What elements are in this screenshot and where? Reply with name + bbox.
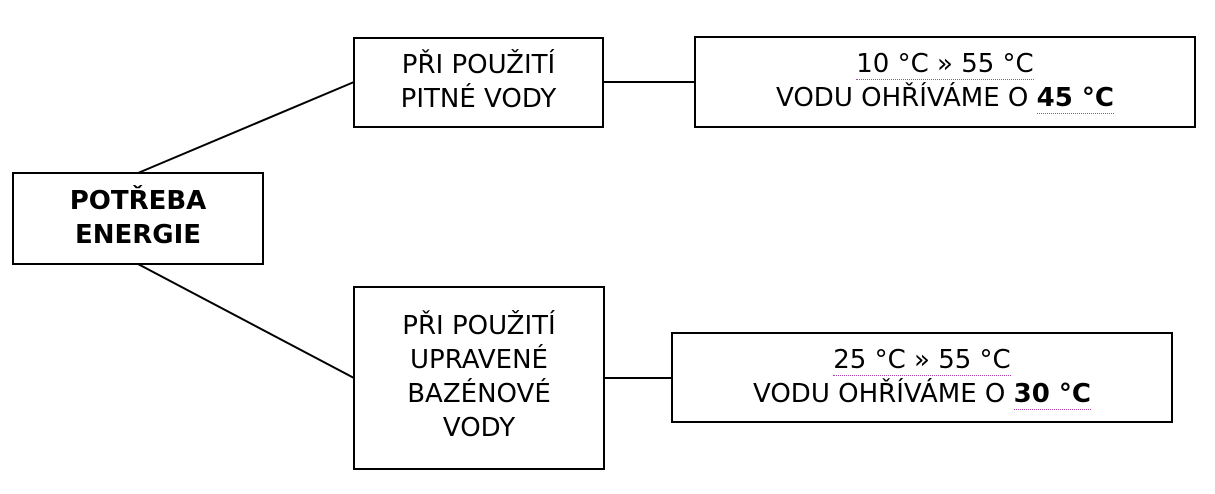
root-label-line1: POTŘEBA bbox=[69, 185, 207, 216]
heating-result: VODU OHŘÍVÁME O 30 °C bbox=[753, 378, 1091, 412]
condition-line: BAZÉNOVÉ bbox=[407, 379, 551, 409]
condition-node-drinking-water: PŘI POUŽITÍ PITNÉ VODY bbox=[353, 37, 604, 128]
condition-line: VODY bbox=[442, 412, 516, 443]
heating-result: VODU OHŘÍVÁME O 45 °C bbox=[776, 82, 1114, 116]
temperature-range: 10 °C » 55 °C bbox=[856, 49, 1034, 81]
condition-line: PITNÉ VODY bbox=[400, 83, 557, 114]
result-node-pool-water: 25 °C » 55 °C VODU OHŘÍVÁME O 30 °C bbox=[671, 332, 1173, 423]
heating-result-prefix: VODU OHŘÍVÁME O bbox=[753, 378, 1006, 409]
connector-root-to-bottom bbox=[137, 263, 355, 379]
root-label-line2: ENERGIE bbox=[74, 219, 202, 250]
connector-root-to-top bbox=[137, 81, 355, 174]
result-node-drinking-water: 10 °C » 55 °C VODU OHŘÍVÁME O 45 °C bbox=[694, 36, 1196, 128]
condition-line: UPRAVENÉ bbox=[410, 345, 548, 376]
heating-result-value: 45 °C bbox=[1036, 83, 1114, 114]
condition-line: PŘI POUŽITÍ bbox=[401, 49, 556, 80]
heating-result-value: 30 °C bbox=[1013, 378, 1091, 410]
temperature-range: 25 °C » 55 °C bbox=[833, 344, 1011, 376]
condition-node-pool-water: PŘI POUŽITÍ UPRAVENÉ BAZÉNOVÉ VODY bbox=[353, 286, 605, 470]
heating-result-prefix: VODU OHŘÍVÁME O bbox=[776, 83, 1029, 113]
condition-line: PŘI POUŽITÍ bbox=[402, 311, 556, 342]
root-node: POTŘEBA ENERGIE bbox=[12, 172, 264, 265]
